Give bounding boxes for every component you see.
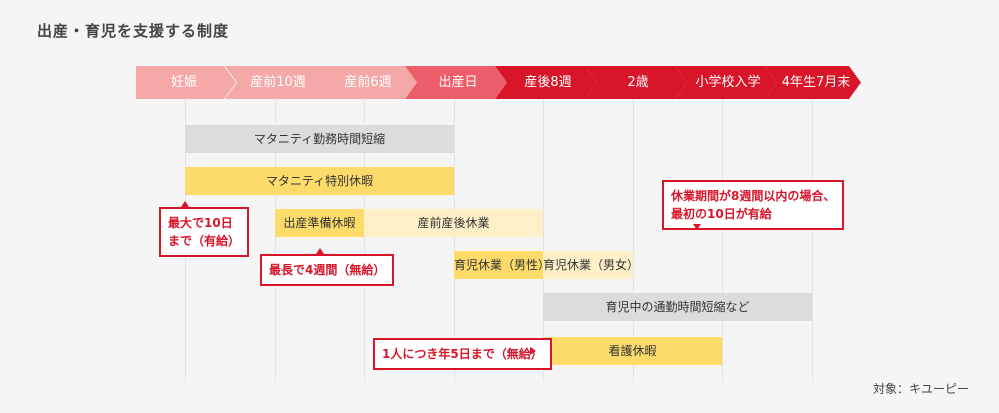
bar-nursing-leave: 看護休暇 [543, 337, 722, 365]
stage-2: 産前6週 [315, 66, 417, 99]
stage-shape [675, 66, 777, 99]
note-max-4-weeks: 最長で4週間（無給） [260, 254, 395, 286]
grid-line [633, 99, 634, 382]
note-leave-8-weeks: 休業期間が8週間以内の場合、 最初の10日が有給 [662, 180, 845, 230]
stage-shape [136, 66, 236, 99]
grid-line [722, 99, 723, 382]
stage-label: 妊娠 [170, 75, 197, 90]
bar-childcare-leave-both: 育児休業（男女） [543, 251, 639, 279]
stage-6: 小学校入学 [675, 66, 777, 99]
stage-shape [225, 66, 327, 99]
stage-label: 小学校入学 [695, 75, 761, 90]
callout-pointer [530, 347, 536, 355]
grid-line [454, 99, 455, 382]
grid-line [275, 99, 276, 382]
page-title: 出産・育児を支援する制度 [37, 22, 230, 40]
stage-label: 4年生7月末 [781, 75, 851, 90]
stage-5: 2歳 [585, 66, 687, 99]
callout-pointer [693, 224, 701, 230]
stage-label: 産前10週 [250, 75, 306, 90]
bar-maternity-special-leave: マタニティ特別休暇 [185, 167, 454, 195]
grid-line [812, 99, 813, 382]
stage-label: 出産日 [438, 75, 478, 90]
stage-label: 2歳 [627, 75, 649, 90]
footer-target: 対象：キユーピー [872, 382, 969, 396]
stage-shape [585, 66, 687, 99]
bar-commute-short-hours: 育児中の通勤時間短縮など [543, 293, 812, 321]
stage-shape [765, 66, 861, 99]
stage-7: 4年生7月末 [765, 66, 861, 99]
stage-3: 出産日 [405, 66, 507, 99]
stage-1: 産前10週 [225, 66, 327, 99]
stage-label: 産前6週 [344, 75, 392, 90]
bar-maternity-short-hours: マタニティ勤務時間短縮 [185, 125, 454, 153]
stage-label: 産後8週 [524, 75, 572, 90]
grid-line [543, 99, 544, 382]
stage-shape [495, 66, 597, 99]
callout-pointer [181, 201, 189, 207]
bar-birth-prep-leave: 出産準備休暇 [275, 209, 364, 237]
bar-childcare-leave-male: 育児休業（男性） [454, 251, 550, 279]
callout-pointer [316, 248, 324, 254]
grid-line [364, 99, 365, 382]
stage-4: 産後8週 [495, 66, 597, 99]
stage-shape [315, 66, 417, 99]
bar-pre-post-natal-leave: 産前産後休業 [364, 209, 543, 237]
stage-0: 妊娠 [136, 66, 236, 99]
note-per-child-5-days: 1人につき年5日まで（無給） [373, 338, 552, 370]
stage-shape [405, 66, 507, 99]
note-max-10-days: 最大で10日 まで（有給） [159, 207, 250, 257]
